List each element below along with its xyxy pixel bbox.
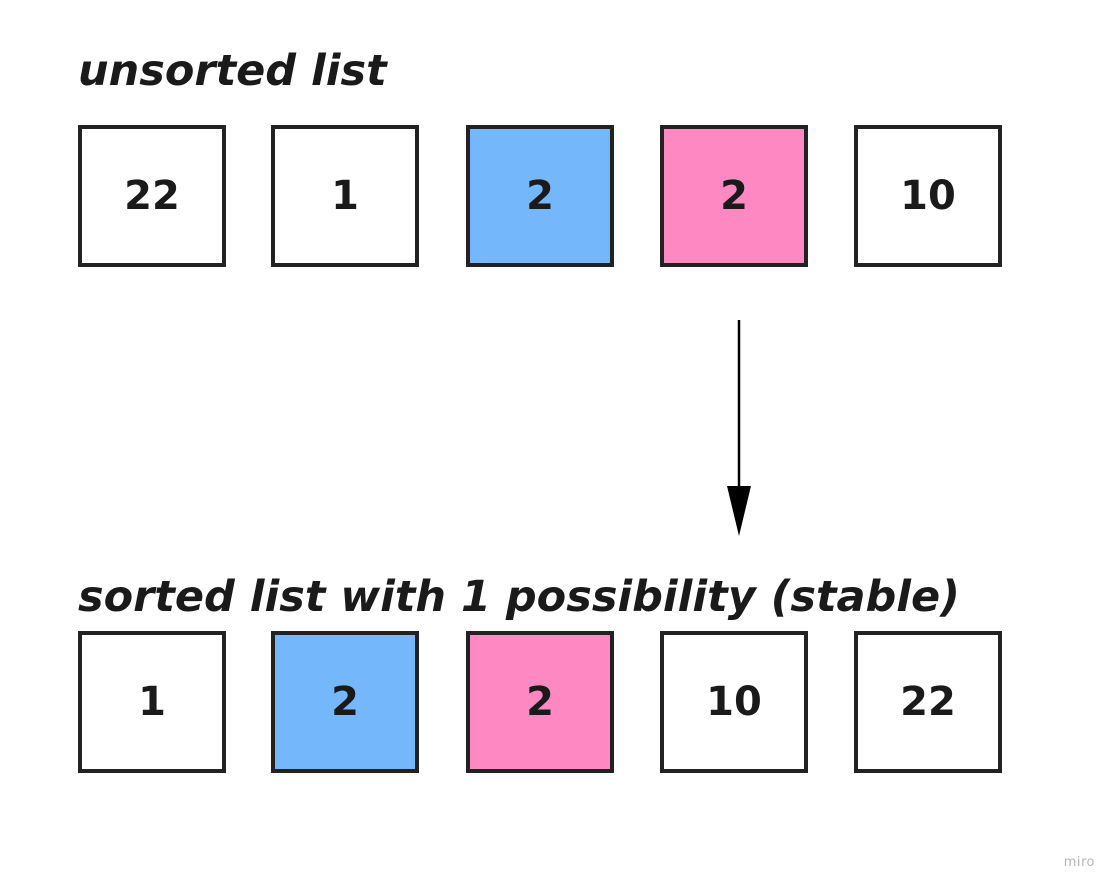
arrow-head [727, 486, 751, 536]
sorted-item[interactable]: 10 [660, 631, 808, 773]
sorted-list-title: sorted list with 1 possibility (stable) [78, 572, 960, 622]
arrow-down-icon [727, 320, 751, 536]
miro-watermark: miro [1063, 855, 1095, 870]
sorted-item-blue[interactable]: 2 [271, 631, 419, 773]
unsorted-item[interactable]: 22 [78, 125, 226, 267]
sorted-item[interactable]: 22 [854, 631, 1002, 773]
unsorted-item-blue[interactable]: 2 [466, 125, 614, 267]
sorted-item[interactable]: 1 [78, 631, 226, 773]
unsorted-item-pink[interactable]: 2 [660, 125, 808, 267]
unsorted-list-title: unsorted list [78, 46, 387, 96]
unsorted-item[interactable]: 10 [854, 125, 1002, 267]
sorted-item-pink[interactable]: 2 [466, 631, 614, 773]
unsorted-item[interactable]: 1 [271, 125, 419, 267]
